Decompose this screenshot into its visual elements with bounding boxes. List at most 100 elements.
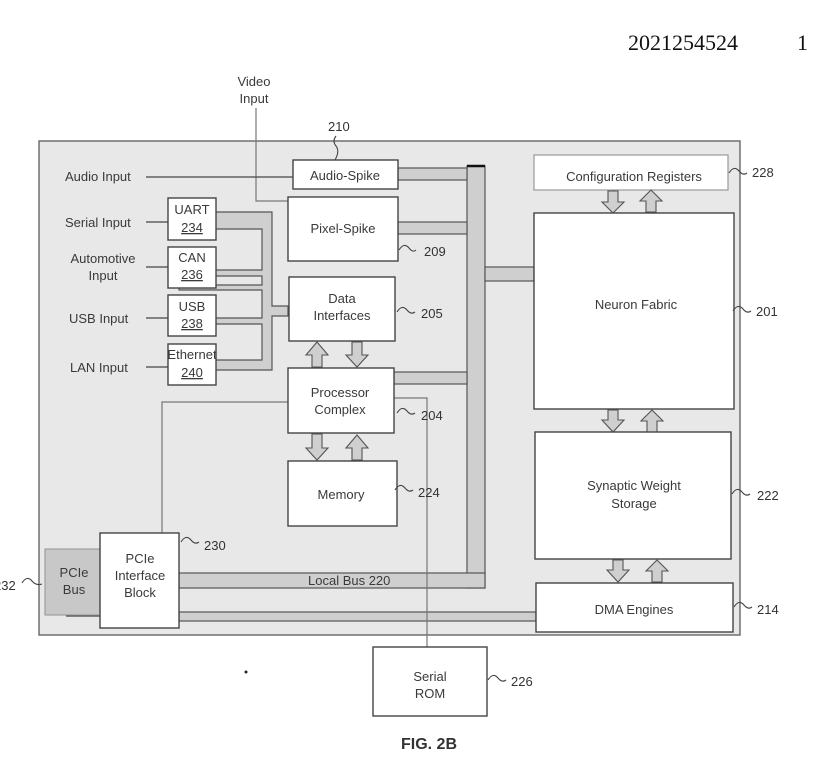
dma-engines-label: DMA Engines bbox=[595, 602, 674, 617]
uart-ref: 234 bbox=[181, 220, 203, 235]
figure-label: FIG. 2B bbox=[401, 736, 457, 753]
local-bus-label: Local Bus 220 bbox=[308, 573, 390, 588]
ref-210-leader bbox=[333, 135, 339, 161]
stray-dot bbox=[244, 670, 248, 674]
serial-rom-label-line1: Serial bbox=[413, 669, 446, 684]
ref-222: 222 bbox=[757, 488, 779, 503]
pixel-spike-block: Pixel-Spike bbox=[287, 196, 399, 262]
can-block: CAN 236 bbox=[167, 246, 217, 289]
ref-210: 210 bbox=[328, 119, 350, 134]
ref-205: 205 bbox=[421, 306, 443, 321]
dma-bus bbox=[178, 611, 537, 622]
ref-224-leader bbox=[394, 484, 414, 492]
ref-201: 201 bbox=[756, 304, 778, 319]
data-interfaces-label-line2: Interfaces bbox=[313, 308, 371, 323]
arrow-down-neuron-to-synaptic bbox=[600, 409, 626, 433]
usb-ref: 238 bbox=[181, 316, 203, 331]
neuron-fabric-block: Neuron Fabric bbox=[533, 212, 735, 410]
bus-processor-complex bbox=[393, 371, 468, 385]
page-number: 1 bbox=[797, 30, 808, 55]
arrow-up-synaptic-to-neuron bbox=[639, 409, 665, 433]
serial-input-label: Serial Input bbox=[65, 215, 131, 230]
ref-232: 232 bbox=[0, 578, 16, 593]
ref-205-leader bbox=[396, 306, 416, 314]
uart-label: UART bbox=[174, 202, 209, 217]
pcie-bus-label-line1: PCIe bbox=[60, 565, 89, 580]
automotive-input-label-line2: Input bbox=[89, 268, 118, 283]
ref-204: 204 bbox=[421, 408, 443, 423]
arrow-up-memory-to-processor bbox=[344, 434, 370, 461]
usb-input-label: USB Input bbox=[69, 311, 129, 326]
synaptic-weight-storage-label-line1: Synaptic Weight bbox=[587, 478, 681, 493]
configuration-registers-label: Configuration Registers bbox=[566, 169, 702, 184]
can-ref: 236 bbox=[181, 267, 203, 282]
memory-label: Memory bbox=[318, 487, 365, 502]
ethernet-block: Ethernet 240 bbox=[167, 343, 217, 386]
synaptic-weight-storage-label-line2: Storage bbox=[611, 496, 657, 511]
arrow-down-data-to-processor bbox=[344, 341, 370, 368]
video-input-label-line2: Input bbox=[240, 91, 269, 106]
serial-rom-block: Serial ROM bbox=[372, 646, 488, 717]
ref-228: 228 bbox=[752, 165, 774, 180]
ref-226: 226 bbox=[511, 674, 533, 689]
bus-to-neuron-fabric bbox=[484, 266, 535, 282]
serial-rom-line bbox=[394, 397, 428, 648]
document-number: 2021254524 bbox=[628, 30, 738, 55]
arrow-down-config-to-neuron bbox=[600, 190, 626, 214]
audio-spike-block: Audio-Spike bbox=[292, 159, 399, 190]
pcie-bus-label-line2: Bus bbox=[63, 582, 86, 597]
dma-engines-block: DMA Engines bbox=[535, 582, 734, 633]
pcie-interface-label-line1: PCIe bbox=[126, 551, 155, 566]
ref-222-leader bbox=[731, 488, 751, 496]
data-interfaces-label-line1: Data bbox=[328, 291, 356, 306]
memory-block: Memory bbox=[287, 460, 398, 527]
ethernet-label: Ethernet bbox=[167, 347, 217, 362]
lan-input-label: LAN Input bbox=[70, 360, 128, 375]
configuration-registers-block: Configuration Registers bbox=[533, 154, 729, 191]
usb-label: USB bbox=[179, 299, 206, 314]
synaptic-weight-storage-block: Synaptic Weight Storage bbox=[534, 431, 732, 560]
processor-complex-label-line2: Complex bbox=[314, 402, 366, 417]
can-label: CAN bbox=[178, 250, 205, 265]
pcie-bus-block: PCIe Bus bbox=[44, 548, 101, 616]
ref-209: 209 bbox=[424, 244, 446, 259]
ref-232-leader bbox=[21, 577, 43, 586]
arrow-down-synaptic-to-dma bbox=[605, 559, 631, 583]
ref-204-leader bbox=[396, 407, 416, 415]
uart-block: UART 234 bbox=[167, 197, 217, 241]
ethernet-ref: 240 bbox=[181, 365, 203, 380]
audio-input-label: Audio Input bbox=[65, 169, 131, 184]
pixel-spike-label: Pixel-Spike bbox=[310, 221, 375, 236]
ref-230-leader bbox=[180, 536, 200, 544]
processor-pcie-line bbox=[161, 401, 288, 533]
processor-complex-block: Processor Complex bbox=[287, 367, 395, 434]
ref-214: 214 bbox=[757, 602, 779, 617]
pcie-interface-label-line2: Interface bbox=[115, 568, 166, 583]
pcie-interface-label-line3: Block bbox=[124, 585, 156, 600]
processor-complex-label-line1: Processor bbox=[311, 385, 370, 400]
arrow-down-processor-to-memory bbox=[304, 433, 330, 461]
ref-228-leader bbox=[728, 167, 748, 175]
automotive-input-label-line1: Automotive bbox=[70, 251, 135, 266]
serial-rom-label-line2: ROM bbox=[415, 686, 445, 701]
arrow-up-neuron-to-config bbox=[638, 189, 664, 213]
ref-230: 230 bbox=[204, 538, 226, 553]
main-vertical-bus bbox=[466, 165, 486, 589]
arrow-up-processor-to-data bbox=[304, 341, 330, 368]
video-input-line bbox=[255, 108, 288, 202]
ref-226-leader bbox=[487, 674, 507, 682]
data-interfaces-block: Data Interfaces bbox=[288, 276, 396, 342]
neuron-fabric-label: Neuron Fabric bbox=[595, 297, 678, 312]
arrow-up-dma-to-synaptic bbox=[644, 559, 670, 583]
audio-spike-label: Audio-Spike bbox=[310, 168, 380, 183]
ref-209-leader bbox=[398, 244, 417, 252]
ref-201-leader bbox=[732, 305, 752, 313]
ref-214-leader bbox=[733, 601, 753, 609]
usb-block: USB 238 bbox=[167, 294, 217, 337]
ref-224: 224 bbox=[418, 485, 440, 500]
bus-pixel-spike bbox=[397, 221, 468, 235]
video-input-label-line1: Video bbox=[237, 74, 270, 89]
bus-audio-spike bbox=[397, 167, 468, 181]
pcie-interface-block: PCIe Interface Block bbox=[99, 532, 180, 629]
